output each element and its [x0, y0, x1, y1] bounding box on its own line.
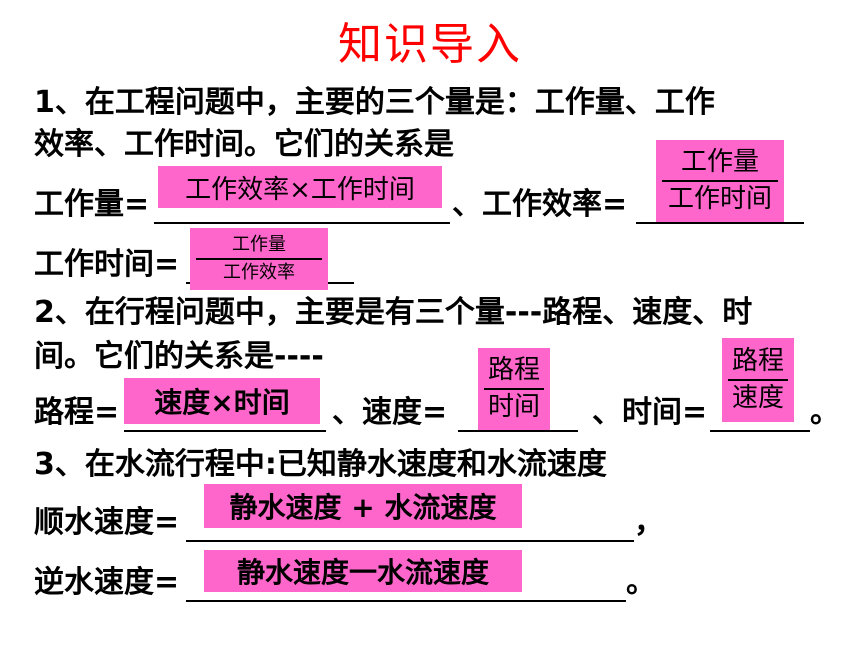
downstream-end-mark: ， [634, 505, 664, 540]
section1-line2: 效率、工作时间。它们的关系是 [34, 127, 454, 162]
upstream-label: 逆水速度= [34, 565, 180, 600]
section2-line1: 2、在行程问题中，主要是有三个量---路程、速度、时 [34, 295, 753, 330]
speed-blank [458, 430, 578, 432]
time2-fraction: 路程 速度 [722, 338, 794, 422]
work-blank [154, 222, 450, 224]
distance-answer-box: 速度×时间 [124, 378, 320, 424]
speed-fraction: 路程 时间 [478, 348, 550, 430]
efficiency-label: 、工作效率= [452, 187, 628, 222]
section1-line1: 1、在工程问题中，主要的三个量是：工作量、工作 [34, 85, 715, 120]
section3-line1: 3、在水流行程中:已知静水速度和水流速度 [34, 447, 607, 482]
fraction-bar [196, 258, 322, 260]
upstream-answer-box: 静水速度一水流速度 [204, 550, 522, 592]
distance-blank [124, 430, 326, 432]
time2-label: 、时间= [592, 395, 708, 430]
upstream-blank [186, 600, 626, 602]
efficiency-numerator: 工作量 [680, 147, 759, 178]
fraction-bar [662, 180, 778, 182]
work-answer-box: 工作效率×工作时间 [158, 166, 442, 208]
section2-line2: 间。它们的关系是---- [34, 339, 324, 374]
time2-numerator: 路程 [731, 346, 784, 377]
speed-label: 、速度= [332, 395, 448, 430]
downstream-label: 顺水速度= [34, 505, 180, 540]
section2-end-mark: 。 [810, 395, 840, 430]
time-label: 工作时间= [34, 247, 180, 282]
time-denominator: 工作效率 [223, 262, 295, 283]
fraction-bar [728, 379, 788, 381]
work-label: 工作量= [34, 187, 150, 222]
page-title: 知识导入 [338, 19, 522, 70]
distance-label: 路程= [34, 395, 120, 430]
fraction-bar [484, 388, 544, 390]
time2-blank [710, 430, 810, 432]
efficiency-fraction: 工作量 工作时间 [656, 140, 784, 222]
downstream-answer-box: 静水速度 + 水流速度 [204, 484, 522, 528]
efficiency-denominator: 工作时间 [667, 184, 772, 214]
speed-numerator: 路程 [487, 355, 540, 386]
efficiency-blank [636, 222, 804, 224]
downstream-blank [186, 540, 634, 542]
time-numerator: 工作量 [232, 234, 286, 256]
speed-denominator: 时间 [487, 392, 540, 422]
time-fraction: 工作量 工作效率 [190, 228, 328, 290]
time2-denominator: 速度 [731, 383, 784, 413]
upstream-end-mark: 。 [626, 565, 656, 600]
